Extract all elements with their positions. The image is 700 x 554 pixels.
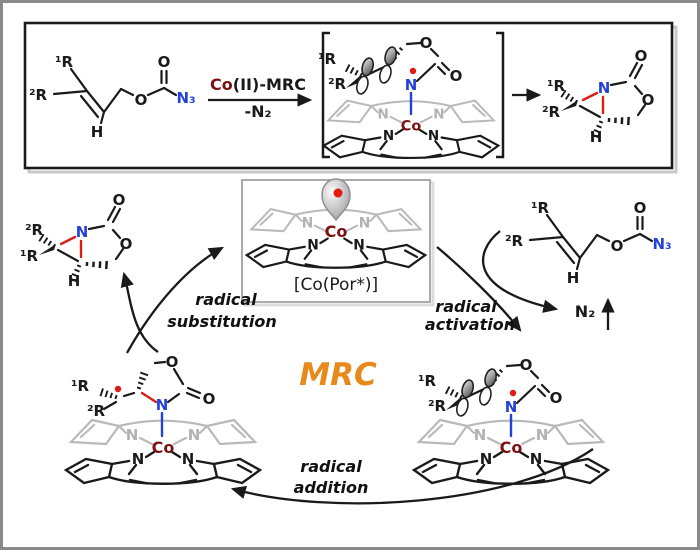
step-substitution-line2: substitution bbox=[167, 312, 277, 331]
cobalt-center-label: Co bbox=[325, 222, 348, 241]
substrate-structure-cycle: ¹R ²R H O O N₃ bbox=[505, 199, 672, 287]
porphyrin-n-back-right: N bbox=[536, 426, 549, 444]
porphyrin-catalyst: N N N N bbox=[245, 207, 427, 269]
carbonyl-oxygen-label: O bbox=[203, 390, 216, 408]
left-bracket bbox=[321, 31, 330, 159]
ring-oxygen-label: O bbox=[520, 356, 533, 374]
substituent-r2-label: ²R bbox=[87, 402, 106, 420]
substituent-r1-label: ¹R bbox=[418, 372, 437, 390]
carbonyl-oxygen-label: O bbox=[450, 67, 463, 85]
ring-oxygen-label: O bbox=[166, 353, 179, 371]
substituent-r2-label: ²R bbox=[25, 221, 44, 239]
carbonyl-oxygen-label: O bbox=[113, 191, 126, 209]
substituent-r2-label: ²R bbox=[505, 232, 524, 250]
porphyrin-intermediate: N N N N Co bbox=[322, 99, 500, 160]
substituent-r1-label: ¹R bbox=[55, 53, 74, 71]
catalyst-mrc-text: (II)-MRC bbox=[233, 75, 306, 94]
amide-nitrogen-label: N bbox=[156, 396, 169, 414]
azide-label: N₃ bbox=[176, 89, 195, 107]
nitrene-intermediate-structure: N N N N Co N O O ¹R ²R bbox=[318, 34, 500, 160]
carbonyl-oxygen-label: O bbox=[550, 389, 563, 407]
step-activation-line1: radical bbox=[435, 297, 497, 316]
porphyrin-n-front-left: N bbox=[383, 128, 394, 144]
substituent-r2-label: ²R bbox=[542, 103, 561, 121]
ring-oxygen-label: O bbox=[120, 235, 133, 253]
porphyrin-n-front-left: N bbox=[480, 450, 493, 468]
hydrogen-label: H bbox=[91, 123, 104, 141]
nitrene-radical-complex: N N N N Co N O O ¹R ²R bbox=[412, 356, 610, 485]
hydrogen-label: H bbox=[68, 272, 81, 290]
n2-release-label: N₂ bbox=[575, 302, 595, 321]
porphyrin-n-back-left: N bbox=[377, 107, 388, 123]
arrow-product-release bbox=[120, 271, 159, 353]
ring-oxygen-label: O bbox=[642, 91, 655, 109]
ester-oxygen-label: O bbox=[611, 237, 624, 255]
step-substitution-line1: radical bbox=[195, 290, 257, 309]
step-addition-line1: radical bbox=[300, 457, 362, 476]
substituent-r2-label: ²R bbox=[328, 75, 347, 93]
substituent-r1-label: ¹R bbox=[547, 77, 566, 95]
nitrene-nitrogen-label: N bbox=[405, 76, 418, 94]
cobalt-center-label: Co bbox=[401, 118, 422, 134]
arrow-substrate-in-n2-out bbox=[481, 230, 559, 313]
alkyl-radical-complex: N N N N Co N O O ¹R ²R bbox=[64, 353, 262, 485]
substituent-r2-label: ²R bbox=[29, 86, 48, 104]
carbonyl-oxygen-label: O bbox=[635, 47, 648, 65]
porphyrin-n-back-left: N bbox=[474, 426, 487, 444]
porphyrin-n-front-right: N bbox=[428, 128, 439, 144]
radical-dot bbox=[333, 188, 343, 198]
catalyst-co-text: Co bbox=[210, 75, 233, 94]
porphyrin-bottom-left: N N N N Co bbox=[64, 418, 262, 485]
aziridine-nitrogen-label: N bbox=[598, 79, 611, 97]
step-activation-line2: activation bbox=[425, 315, 515, 334]
mrc-center-label: MRC bbox=[299, 357, 377, 393]
catalyst-name-label: [Co(Por*)] bbox=[294, 275, 378, 295]
porphyrin-n-back-right: N bbox=[188, 426, 201, 444]
aziridine-product-cycle: N O O H ²R ¹R bbox=[20, 191, 132, 290]
porphyrin-bottom-right: N N N N Co bbox=[412, 418, 610, 485]
porphyrin-n-back-right: N bbox=[433, 107, 444, 123]
azide-label: N₃ bbox=[652, 235, 671, 253]
porphyrin-n-front-right: N bbox=[182, 450, 195, 468]
cobalt-center-label: Co bbox=[152, 438, 175, 457]
arrow-radical-addition bbox=[230, 448, 594, 505]
porphyrin-n-back-left: N bbox=[302, 215, 314, 231]
aziridine-product-top: N O O H ¹R ²R bbox=[542, 47, 654, 146]
right-bracket bbox=[496, 31, 505, 159]
aziridine-nitrogen-label: N bbox=[76, 223, 89, 241]
ester-oxygen-label: O bbox=[135, 91, 148, 109]
substituent-r1-label: ¹R bbox=[20, 247, 39, 265]
arrow-catalyst-regeneration bbox=[125, 246, 224, 354]
porphyrin-n-front-left: N bbox=[132, 450, 145, 468]
catalyst-condition-label: Co(II)-MRC bbox=[210, 75, 306, 94]
substituent-r2-label: ²R bbox=[428, 397, 447, 415]
carbonyl-oxygen-label: O bbox=[158, 53, 171, 71]
step-addition-line2: addition bbox=[294, 478, 369, 497]
catalyst-complex: N N N N Co [Co(Por*)] bbox=[245, 178, 427, 295]
porphyrin-n-back-left: N bbox=[126, 426, 139, 444]
porphyrin-n-back-right: N bbox=[359, 215, 371, 231]
carbonyl-oxygen-label: O bbox=[634, 199, 647, 217]
substituent-r1-label: ¹R bbox=[531, 199, 550, 217]
hydrogen-label: H bbox=[567, 269, 580, 287]
hydrogen-label: H bbox=[590, 128, 603, 146]
arrow-activation-to-complex bbox=[436, 246, 522, 332]
substrate-structure-top: ¹R ²R H O O N₃ bbox=[29, 53, 196, 141]
cobalt-center-label: Co bbox=[500, 438, 523, 457]
porphyrin-n-front-left: N bbox=[307, 238, 319, 254]
top-reaction-box bbox=[23, 21, 674, 170]
substituent-r1-label: ¹R bbox=[71, 377, 90, 395]
porphyrin-n-front-right: N bbox=[353, 238, 365, 254]
ring-oxygen-label: O bbox=[420, 34, 433, 52]
porphyrin-n-front-right: N bbox=[530, 450, 543, 468]
byproduct-label: -N₂ bbox=[244, 102, 271, 121]
nitrene-nitrogen-label: N bbox=[505, 398, 518, 416]
substituent-r1-label: ¹R bbox=[318, 50, 337, 68]
